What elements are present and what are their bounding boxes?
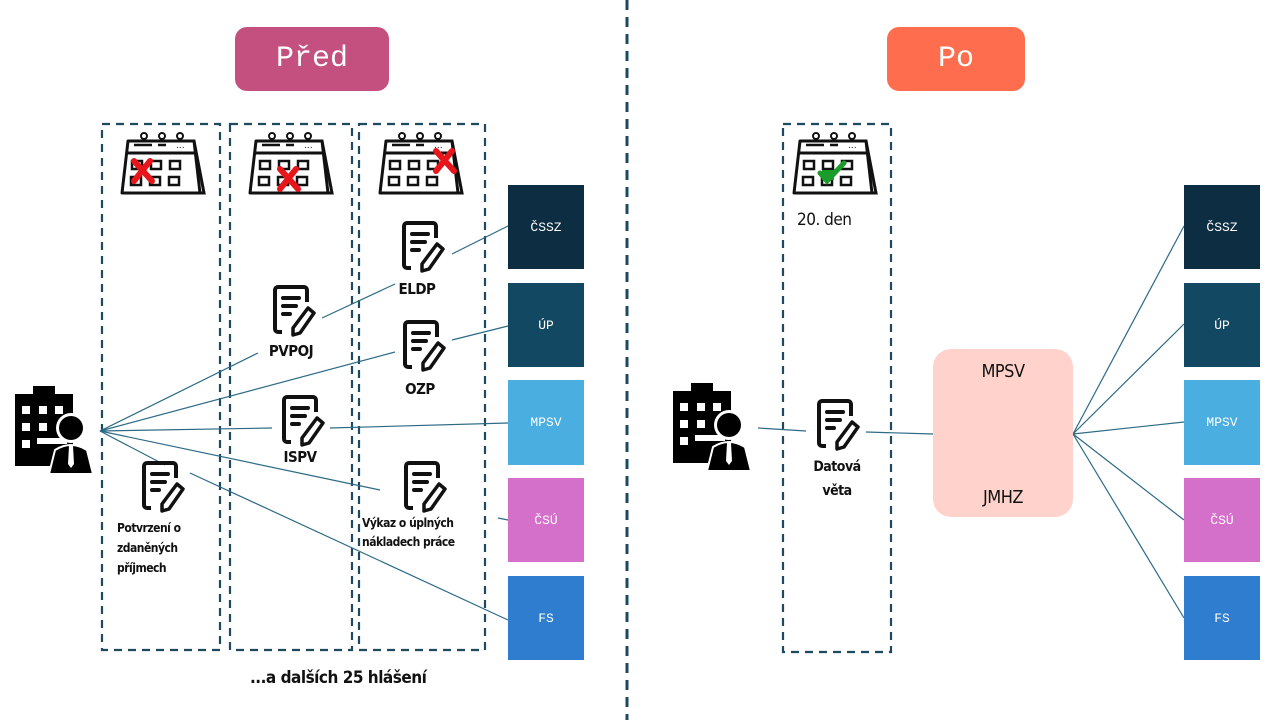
calendar-icon-missed-1: ...: [120, 132, 206, 195]
timeline-column-2: [228, 122, 354, 652]
connector-company-ozp: [99, 351, 396, 432]
connector-potvrzeni-fs: [189, 472, 509, 621]
timeline-column-after: [781, 122, 893, 654]
svg-text:...: ...: [848, 141, 857, 151]
calendar-icon-missed-2: ...: [248, 132, 334, 195]
before-agency-up: ÚP: [508, 283, 584, 367]
timeline-column-1: [100, 122, 222, 652]
before-agency-cssz: ČSSZ: [508, 185, 584, 269]
report-label-ozp: OZP: [405, 380, 435, 398]
report-label-potvrzeni: Potvrzení o zdaněných příjmech: [117, 521, 181, 575]
svg-text:...: ...: [434, 141, 443, 151]
svg-text:...: ...: [176, 141, 185, 151]
document-icon-eldp: [402, 221, 445, 273]
report-label-vykaz: Výkaz o úplných nákladech práce: [362, 516, 455, 549]
document-icon-vykaz: [404, 461, 447, 513]
jmhz-hub: MPSV JMHZ: [933, 349, 1073, 517]
datova-veta-label: Datová věta: [813, 459, 861, 499]
before-agency-csu: ČSÚ: [508, 478, 584, 562]
after-agency-fs: FS: [1184, 576, 1260, 660]
connector-hub-fs: [1072, 433, 1185, 619]
before-agency-mpsv: MPSV: [508, 380, 584, 465]
after-title: Po: [887, 27, 1025, 91]
after-agency-cssz: ČSSZ: [1184, 185, 1260, 269]
connector-company-ispv: [99, 427, 273, 432]
connector-vykaz-csu: [497, 517, 509, 521]
svg-text:...: ...: [304, 141, 313, 151]
after-agency-csu: ČSÚ: [1184, 478, 1260, 562]
hub-bottom-label: JMHZ: [982, 487, 1024, 508]
document-icon-potvrzeni: [142, 461, 185, 513]
calendar-icon-deadline: ...: [792, 132, 878, 195]
connector-company-pvpoj: [99, 352, 259, 432]
connectors: [99, 225, 1185, 621]
calendar-icon-missed-3: ...: [378, 132, 464, 195]
additional-reports-note: ...a dalších 25 hlášení: [250, 668, 427, 688]
connector-company-datova-veta: [757, 427, 807, 432]
after-agency-up: ÚP: [1184, 283, 1260, 367]
connector-company-vykaz: [99, 430, 381, 491]
connector-datova-veta-hub: [865, 431, 934, 435]
connector-hub-cssz: [1072, 225, 1185, 435]
company-employee-icon-before: [15, 386, 95, 475]
document-icon-datova-veta: [817, 399, 860, 451]
before-title: Před: [235, 27, 389, 91]
timeline-column-3: [357, 122, 487, 652]
after-agency-mpsv: MPSV: [1184, 380, 1260, 465]
connector-hub-up: [1072, 323, 1185, 435]
hub-top-label: MPSV: [981, 361, 1025, 382]
connector-eldp-cssz: [451, 225, 509, 255]
document-icon-ozp: [403, 320, 446, 372]
connector-hub-mpsv: [1072, 421, 1185, 435]
report-label-pvpoj: PVPOJ: [268, 342, 314, 360]
before-agency-fs: FS: [508, 576, 584, 660]
document-icon-ispv: [282, 395, 325, 447]
report-label-eldp: ELDP: [398, 280, 436, 298]
connector-ispv-mpsv: [329, 422, 509, 429]
connector-ozp-up: [451, 325, 509, 341]
connector-hub-csu: [1072, 433, 1185, 521]
connector-pvpoj-eldp: [321, 283, 396, 319]
company-employee-icon-after: [673, 383, 753, 472]
document-icon-pvpoj: [273, 285, 316, 337]
connector-company-potvrzeni: [99, 430, 166, 466]
deadline-label: 20. den: [797, 210, 852, 230]
report-label-ispv: ISPV: [283, 448, 317, 466]
